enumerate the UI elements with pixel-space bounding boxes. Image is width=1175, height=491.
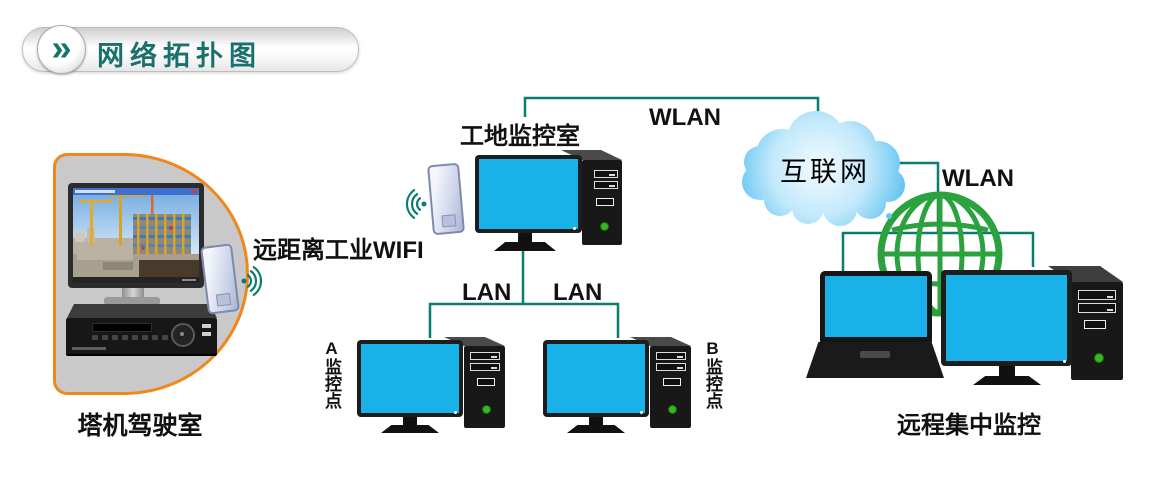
drive-bay — [656, 363, 686, 371]
monitor-power-led — [1063, 360, 1066, 363]
drive-bay — [594, 181, 618, 189]
thought-bubble-small — [886, 213, 892, 219]
tower-button — [663, 378, 681, 386]
drive-bay — [470, 363, 500, 371]
antenna-label-plate — [441, 214, 457, 228]
titlebar-text-mark — [75, 190, 115, 193]
tower-button — [477, 378, 495, 386]
statusbar-mark — [182, 279, 196, 281]
monitor-stand-base — [381, 425, 439, 433]
laptop-display — [825, 276, 927, 337]
dvr-label-mark — [72, 347, 106, 350]
dvr-jog-dial — [171, 323, 195, 347]
tower-top-face — [630, 337, 691, 346]
tower-top-face — [561, 150, 622, 160]
monitor-stand-neck — [589, 417, 603, 425]
remote-laptop-base — [806, 342, 944, 378]
power-led — [668, 405, 677, 414]
monitor-stand-neck — [999, 366, 1015, 376]
monitor-power-led — [454, 411, 457, 414]
monitor-stand-base — [973, 376, 1041, 385]
label-industrial-wifi: 远距离工业WIFI — [253, 237, 424, 264]
monitor-screen — [361, 344, 459, 413]
power-led — [1094, 353, 1104, 363]
construction-site-photo — [73, 188, 199, 283]
label-lan-right: LAN — [553, 279, 603, 306]
antenna-label-plate — [215, 292, 232, 307]
monitor-screen — [547, 344, 645, 413]
drive-bay — [594, 170, 618, 178]
point-a-monitor — [357, 340, 463, 417]
label-lan-left: LAN — [462, 279, 512, 306]
construction-scene — [73, 188, 199, 283]
label-wlan-right: WLAN — [942, 165, 1014, 192]
dvr-button-row — [92, 335, 168, 340]
drive-bay — [656, 352, 686, 360]
label-point-b: B监控点 — [703, 339, 722, 409]
label-point-a: A监控点 — [322, 339, 341, 409]
monitor-screen — [946, 275, 1067, 361]
window-titlebar — [73, 188, 199, 195]
monitor-stand-base — [567, 425, 625, 433]
window-statusbar — [73, 277, 199, 283]
label-site-room: 工地监控室 — [460, 123, 580, 150]
laptop-touchpad — [860, 351, 890, 358]
tower-top-face — [444, 337, 505, 346]
page-title: 网络拓扑图 — [97, 41, 262, 71]
lan-branch-link — [428, 251, 620, 338]
drive-bay — [1078, 290, 1116, 300]
dvr-usb-port — [202, 324, 211, 328]
monitor-power-led — [640, 411, 643, 414]
remote-laptop-screen — [820, 271, 932, 342]
double-chevron-icon: » — [37, 25, 86, 74]
wifi-antenna-site — [427, 162, 465, 236]
section-header: » 网络拓扑图 — [22, 25, 359, 74]
internet-cloud-icon — [742, 111, 905, 226]
label-crane-cab: 塔机驾驶室 — [77, 412, 203, 440]
dvr-usb-port — [202, 332, 211, 336]
crane-cab-monitor — [68, 183, 204, 288]
monitor-stand-neck — [122, 288, 144, 298]
close-icon — [191, 190, 197, 193]
monitor-screen — [479, 159, 578, 229]
thought-bubble-large — [859, 188, 875, 204]
point-b-monitor — [543, 340, 649, 417]
remote-desktop-monitor — [941, 270, 1072, 366]
dvr-top-face — [67, 304, 217, 318]
drive-bay — [1078, 303, 1116, 313]
label-remote-center: 远程集中监控 — [897, 412, 1041, 439]
monitor-stand-base — [104, 297, 160, 305]
monitor-power-led — [573, 227, 576, 230]
tower-button — [596, 198, 614, 206]
site-computer-monitor — [475, 155, 582, 233]
power-led — [482, 405, 491, 414]
dvr-recorder — [66, 318, 217, 356]
monitor-stand-neck — [518, 233, 532, 242]
drive-bay — [470, 352, 500, 360]
label-internet: 互联网 — [780, 157, 870, 188]
power-led — [600, 222, 609, 231]
monitor-stand-base — [494, 242, 556, 251]
tower-button — [1084, 320, 1106, 329]
wifi-waves-left-icon — [405, 189, 427, 219]
label-wlan-top: WLAN — [649, 104, 721, 131]
thought-bubble-medium — [874, 202, 884, 212]
wifi-waves-right-icon — [241, 266, 263, 296]
chevron-glyph: » — [51, 26, 72, 68]
dvr-display-slot — [92, 323, 152, 332]
monitor-stand-neck — [403, 417, 417, 425]
